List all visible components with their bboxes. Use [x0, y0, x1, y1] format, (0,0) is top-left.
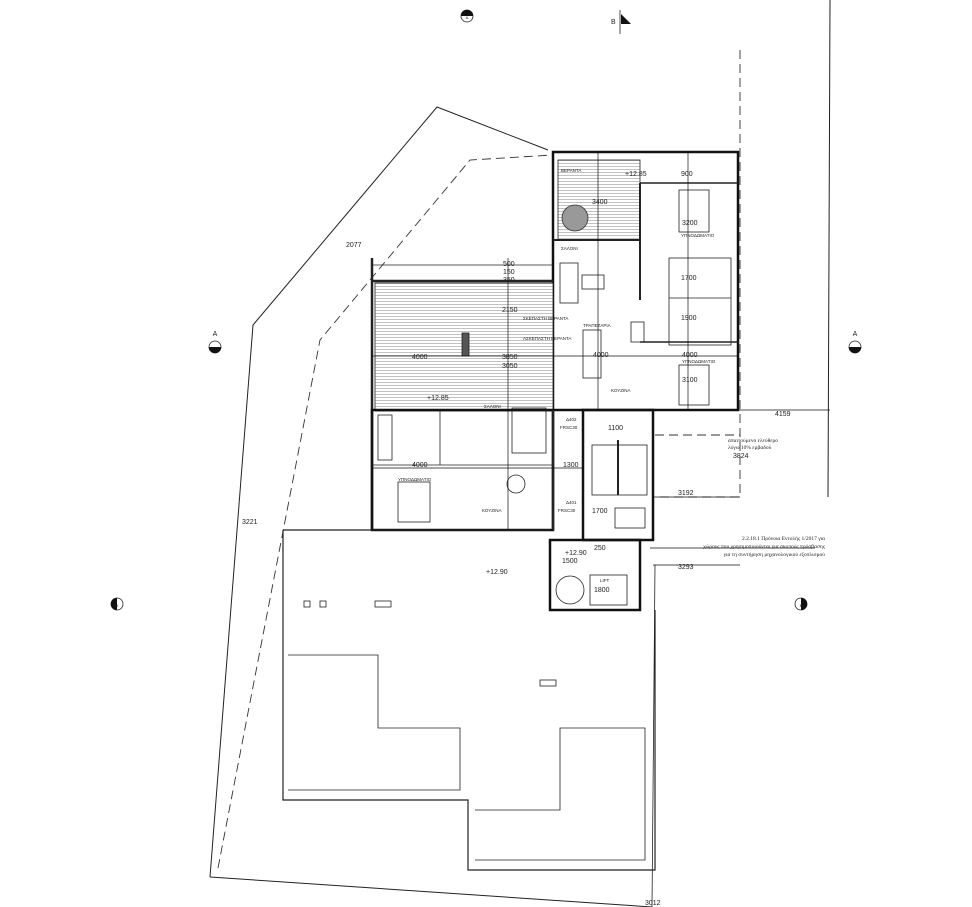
dim-3200: 3200	[682, 220, 698, 227]
svg-text:απαιτούμενο ελεύθερο: απαιτούμενο ελεύθερο	[728, 438, 778, 444]
section-marker-a-left: A	[208, 331, 222, 354]
regulation-note: 2.2.18.1 Πρόνοια Εντολής 1/2017 για χώρο…	[650, 536, 826, 558]
room-label: ΑΣΚΕΠΑΣΤΗ ΒΕΡΑΝΤΑ	[523, 336, 571, 341]
dim-3824: 3824	[733, 453, 749, 460]
dim-1500: 1500	[562, 558, 578, 565]
roof-terrace	[282, 529, 656, 871]
dim-4159: 4159	[775, 411, 791, 418]
dim-4000: 4000	[593, 352, 609, 359]
elevation-label: +12.90	[565, 550, 587, 557]
dim-500: 500	[503, 261, 515, 268]
section-marker-top: A	[460, 9, 474, 23]
elevation-label: +12.85	[625, 171, 647, 178]
dim-3012: 3012	[645, 900, 661, 907]
elevation-label: +12.90	[486, 569, 508, 576]
dim-1100: 1100	[608, 425, 623, 432]
elevation-markers: +12.85 +12.85 +12.90 +12.90	[427, 171, 647, 576]
dim-3400: 3400	[592, 199, 608, 206]
setback-note: απαιτούμενο ελεύθερο λόγω 10% εμβαδού	[728, 438, 778, 451]
svg-text:B: B	[800, 603, 803, 608]
section-marker-a-right: A	[848, 331, 862, 354]
svg-text:λόγω 10% εμβαδού: λόγω 10% εμβαδού	[728, 445, 772, 451]
room-label: ΥΠΝΟΔΩΜΑΤΙΟ	[682, 359, 716, 364]
room-label: LIFT	[600, 578, 610, 583]
left-apartment	[370, 258, 555, 532]
dim-1700: 1700	[592, 508, 608, 515]
svg-text:Δ401: Δ401	[566, 500, 577, 505]
fire-door-labels: Δ402 FRSC30 Δ401 FRSC30	[558, 417, 578, 513]
room-label: ΥΠΝΟΔΩΜΑΤΙΟ	[681, 233, 715, 238]
room-label: ΒΕΡΑΝΤΑ	[561, 168, 581, 173]
dimension-lines	[372, 152, 830, 566]
svg-text:B: B	[611, 19, 616, 26]
room-label: ΚΟΥΖΙΝΑ	[482, 508, 501, 513]
dim-4000: 4000	[682, 352, 698, 359]
dim-150: 150	[503, 269, 515, 276]
dim-2077: 2077	[346, 242, 362, 249]
elevation-label: +12.85	[427, 395, 449, 402]
dim-4000: 4000	[412, 462, 428, 469]
room-label: ΣΚΕΠΑΣΤΗ ΒΕΡΑΝΤΑ	[523, 316, 568, 321]
dim-1700: 1700	[681, 275, 697, 282]
room-label: ΥΠΝΟΔΩΜΑΤΙΟ	[398, 477, 432, 482]
dim-1300: 1300	[563, 462, 579, 469]
dim-1800: 1800	[594, 587, 610, 594]
room-label: ΣΑΛΟΝΙ	[484, 404, 501, 409]
spiral-stair-icon	[561, 204, 589, 232]
svg-text:Δ402: Δ402	[566, 417, 577, 422]
right-apartment	[551, 150, 740, 412]
dim-350: 350	[503, 277, 515, 284]
room-label: ΤΡΑΠΕΖΑΡΙΑ	[583, 323, 611, 328]
svg-text:A: A	[466, 15, 469, 20]
dim-900: 900	[681, 171, 693, 178]
dim-4000: 4000	[412, 354, 428, 361]
section-marker-b-left: B	[110, 597, 124, 611]
room-label: ΚΟΥΖΙΝΑ	[611, 388, 630, 393]
svg-text:A: A	[213, 331, 218, 338]
svg-text:2.2.18.1 Πρόνοια Εντολής 1/201: 2.2.18.1 Πρόνοια Εντολής 1/2017 για	[742, 536, 825, 542]
dim-1900: 1900	[681, 315, 697, 322]
dim-3100: 3100	[682, 377, 698, 384]
dim-3850: 3850	[502, 354, 518, 361]
dim-3192: 3192	[678, 490, 694, 497]
svg-text:B: B	[116, 603, 119, 608]
svg-text:FRSC30: FRSC30	[560, 425, 578, 430]
room-labels: ΒΕΡΑΝΤΑ ΥΠΝΟΔΩΜΑΤΙΟ ΣΑΛΟΝΙ ΤΡΑΠΕΖΑΡΙΑ ΥΠ…	[398, 168, 716, 583]
dimension-labels: 3400 900 3200 1700 1900 4000 4000 3100 5…	[242, 171, 791, 907]
svg-text:A: A	[853, 331, 858, 338]
svg-text:χώρους που χρησιμοποιούνται γι: χώρους που χρησιμοποιούνται για σκοπούς …	[703, 544, 826, 550]
section-marker-b-top: B	[611, 10, 631, 34]
setback-line	[217, 50, 741, 869]
dim-3221: 3221	[242, 519, 258, 526]
room-label: ΣΑΛΟΝΙ	[561, 246, 578, 251]
dim-3293: 3293	[678, 564, 694, 571]
section-marker-b-right: B	[794, 597, 808, 611]
lift-shaft	[548, 538, 642, 612]
svg-text:για τη συντήρηση μηχανολογικού: για τη συντήρηση μηχανολογικού εξοπλισμο…	[723, 552, 826, 558]
dim-3050: 3050	[502, 363, 518, 370]
dim-250: 250	[594, 545, 606, 552]
svg-text:FRSC30: FRSC30	[558, 508, 576, 513]
dim-2150: 2150	[502, 307, 518, 314]
